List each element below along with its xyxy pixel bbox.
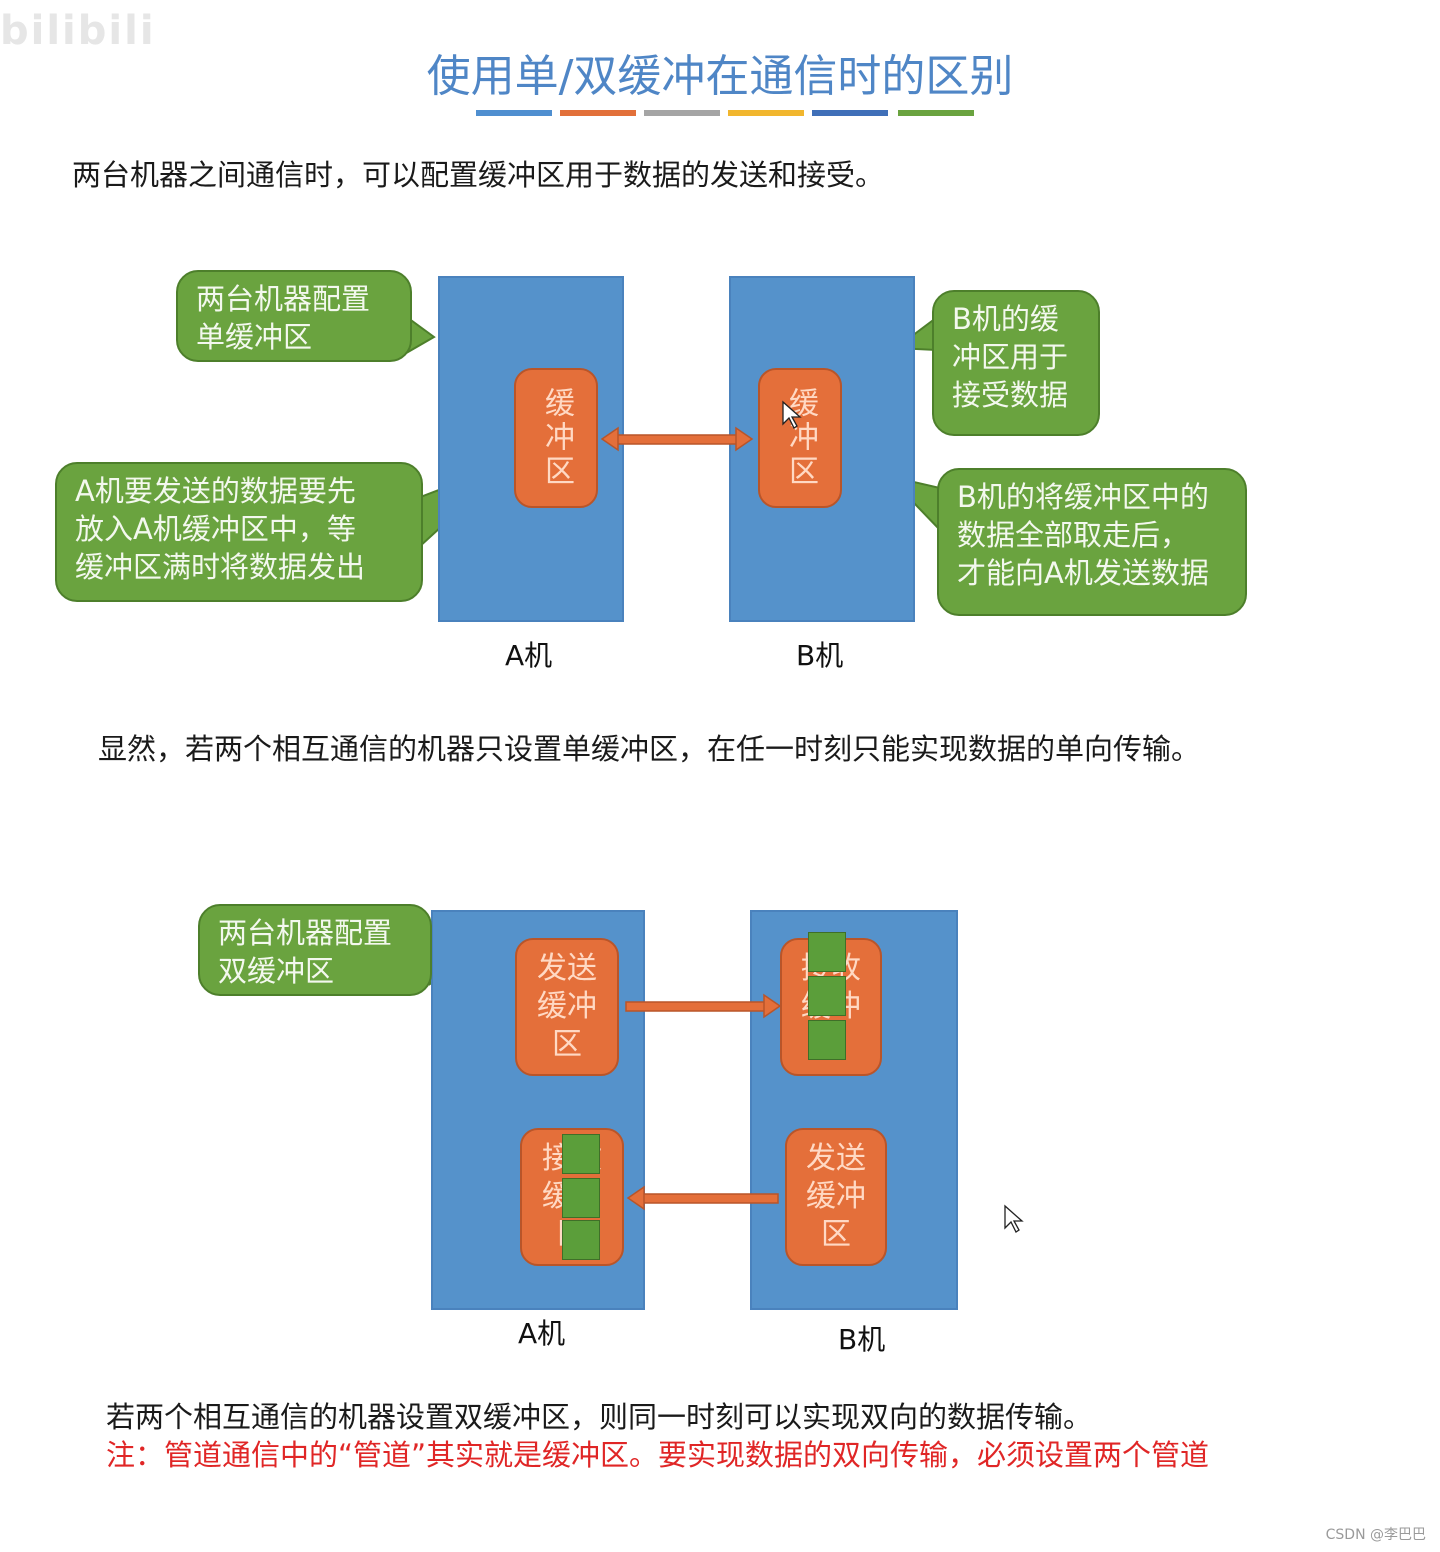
conclusion-double: 若两个相互通信的机器设置双缓冲区，则同一时刻可以实现双向的数据传输。 <box>106 1400 1093 1434</box>
pipe-note: 注：管道通信中的“管道”其实就是缓冲区。要实现数据的双向传输，必须设置两个管道 <box>106 1438 1210 1472</box>
send-buffer-a: 发送 缓冲 区 <box>515 938 619 1076</box>
data-block <box>808 932 846 972</box>
label-machine-b-single: B机 <box>796 639 844 672</box>
arrow-b-to-a <box>626 1185 779 1211</box>
intro-text: 两台机器之间通信时，可以配置缓冲区用于数据的发送和接受。 <box>72 158 885 192</box>
callout-b-take: B机的将缓冲区中的 数据全部取走后， 才能向A机发送数据 <box>937 468 1247 616</box>
title-stripe-blue <box>476 110 552 116</box>
buffer-a-single: 缓冲区 <box>514 368 598 508</box>
title-stripe-darkblue <box>812 110 888 116</box>
data-block <box>562 1178 600 1218</box>
callout-double-config: 两台机器配置 双缓冲区 <box>198 904 432 996</box>
bidirectional-arrow <box>600 426 754 452</box>
label-machine-a-single: A机 <box>505 639 553 672</box>
credit-text: CSDN @李巴巴 <box>1325 1527 1426 1543</box>
arrow-a-to-b <box>625 993 782 1019</box>
label-machine-b-double: B机 <box>838 1323 886 1356</box>
cursor-icon <box>782 400 802 429</box>
title-stripe-gray <box>644 110 720 116</box>
send-buffer-b: 发送 缓冲 区 <box>785 1128 887 1266</box>
title-stripe-green <box>898 110 974 116</box>
title-stripe-yellow <box>728 110 804 116</box>
title-stripe-orange <box>560 110 636 116</box>
buffer-b-single: 缓冲区 <box>758 368 842 508</box>
data-block <box>808 1020 846 1060</box>
data-block <box>562 1220 600 1260</box>
callout-single-config: 两台机器配置 单缓冲区 <box>176 270 412 362</box>
bilibili-watermark: bilibili <box>0 8 156 54</box>
data-block <box>808 976 846 1016</box>
callout-b-recv: B机的缓 冲区用于 接受数据 <box>932 290 1100 436</box>
conclusion-single: 显然，若两个相互通信的机器只设置单缓冲区，在任一时刻只能实现数据的单向传输。 <box>98 732 1201 766</box>
page-title: 使用单/双缓冲在通信时的区别 <box>426 51 1014 102</box>
label-machine-a-double: A机 <box>518 1317 566 1350</box>
cursor-icon <box>1004 1204 1024 1233</box>
callout-a-send: A机要发送的数据要先 放入A机缓冲区中，等 缓冲区满时将数据发出 <box>55 462 423 602</box>
data-block <box>562 1134 600 1174</box>
